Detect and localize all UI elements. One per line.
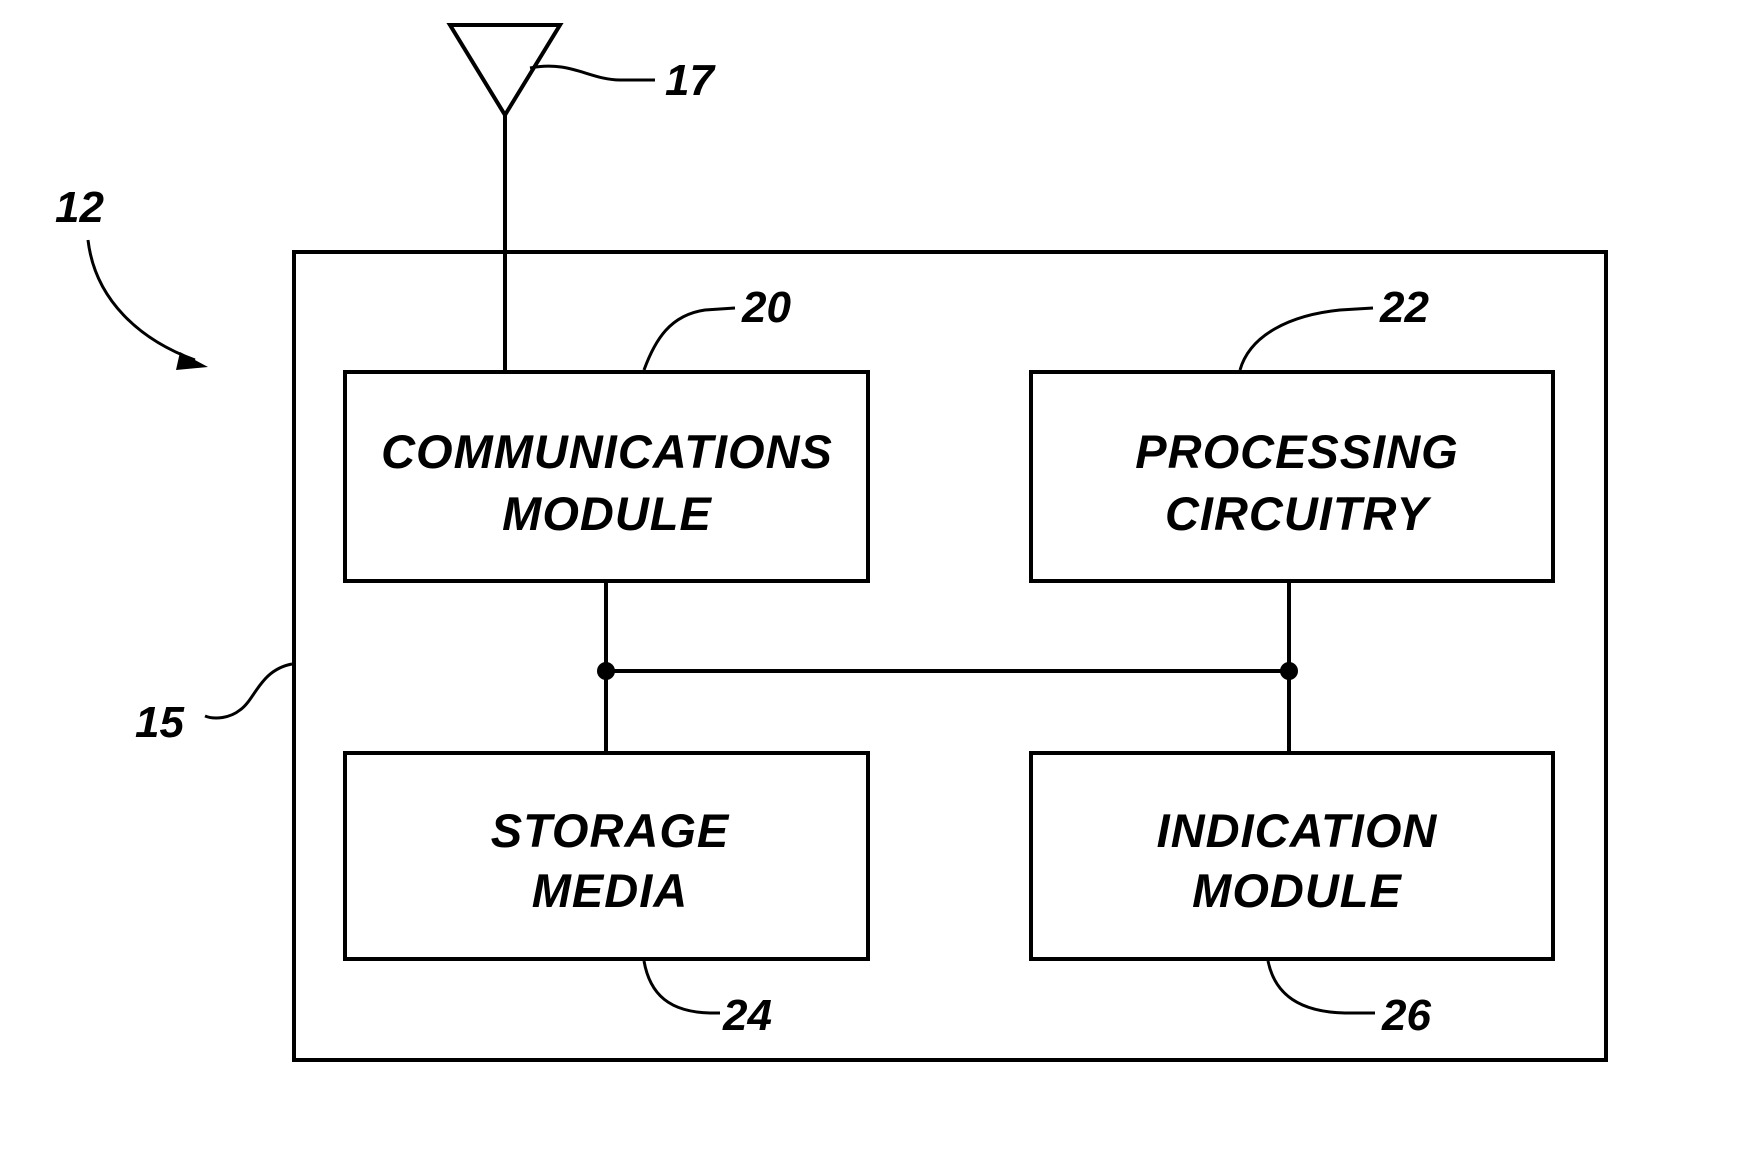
antenna-triangle <box>446 23 564 119</box>
storage-media-line2: MEDIA <box>532 864 688 917</box>
ref-numeral-20: 20 <box>741 283 791 332</box>
ref-numeral-15: 15 <box>135 698 184 747</box>
leader-17 <box>529 64 655 82</box>
indication-module-line1: INDICATION <box>1157 804 1438 857</box>
data-bus <box>597 581 1298 753</box>
leader-22 <box>1238 306 1374 371</box>
device-housing <box>292 250 1608 1062</box>
leader-15 <box>204 662 293 720</box>
antenna <box>446 23 564 372</box>
processing-circuitry-box <box>1029 370 1555 583</box>
indication-module-line2: MODULE <box>1192 864 1402 917</box>
leader-26 <box>1266 960 1375 1015</box>
arrow-12-head <box>176 352 208 370</box>
ref-numeral-24: 24 <box>722 991 772 1040</box>
communications-module-line2: MODULE <box>502 487 712 540</box>
leader-24 <box>642 960 720 1015</box>
ref-numeral-26: 26 <box>1381 991 1431 1040</box>
communications-module-line1: COMMUNICATIONS <box>381 425 833 478</box>
processing-circuitry-line1: PROCESSING <box>1135 425 1458 478</box>
arrow-12-curve <box>86 239 196 362</box>
bus-junction-right <box>1280 662 1298 680</box>
leader-20 <box>642 306 736 371</box>
ref-numeral-17: 17 <box>665 56 716 105</box>
bus-junction-left <box>597 662 615 680</box>
processing-circuitry-line2: CIRCUITRY <box>1165 487 1432 540</box>
indication-module-box <box>1029 751 1555 961</box>
ref-numeral-22: 22 <box>1379 283 1429 332</box>
ref-numeral-12: 12 <box>55 183 104 232</box>
storage-media-line1: STORAGE <box>491 804 730 857</box>
storage-media-box <box>343 751 870 961</box>
